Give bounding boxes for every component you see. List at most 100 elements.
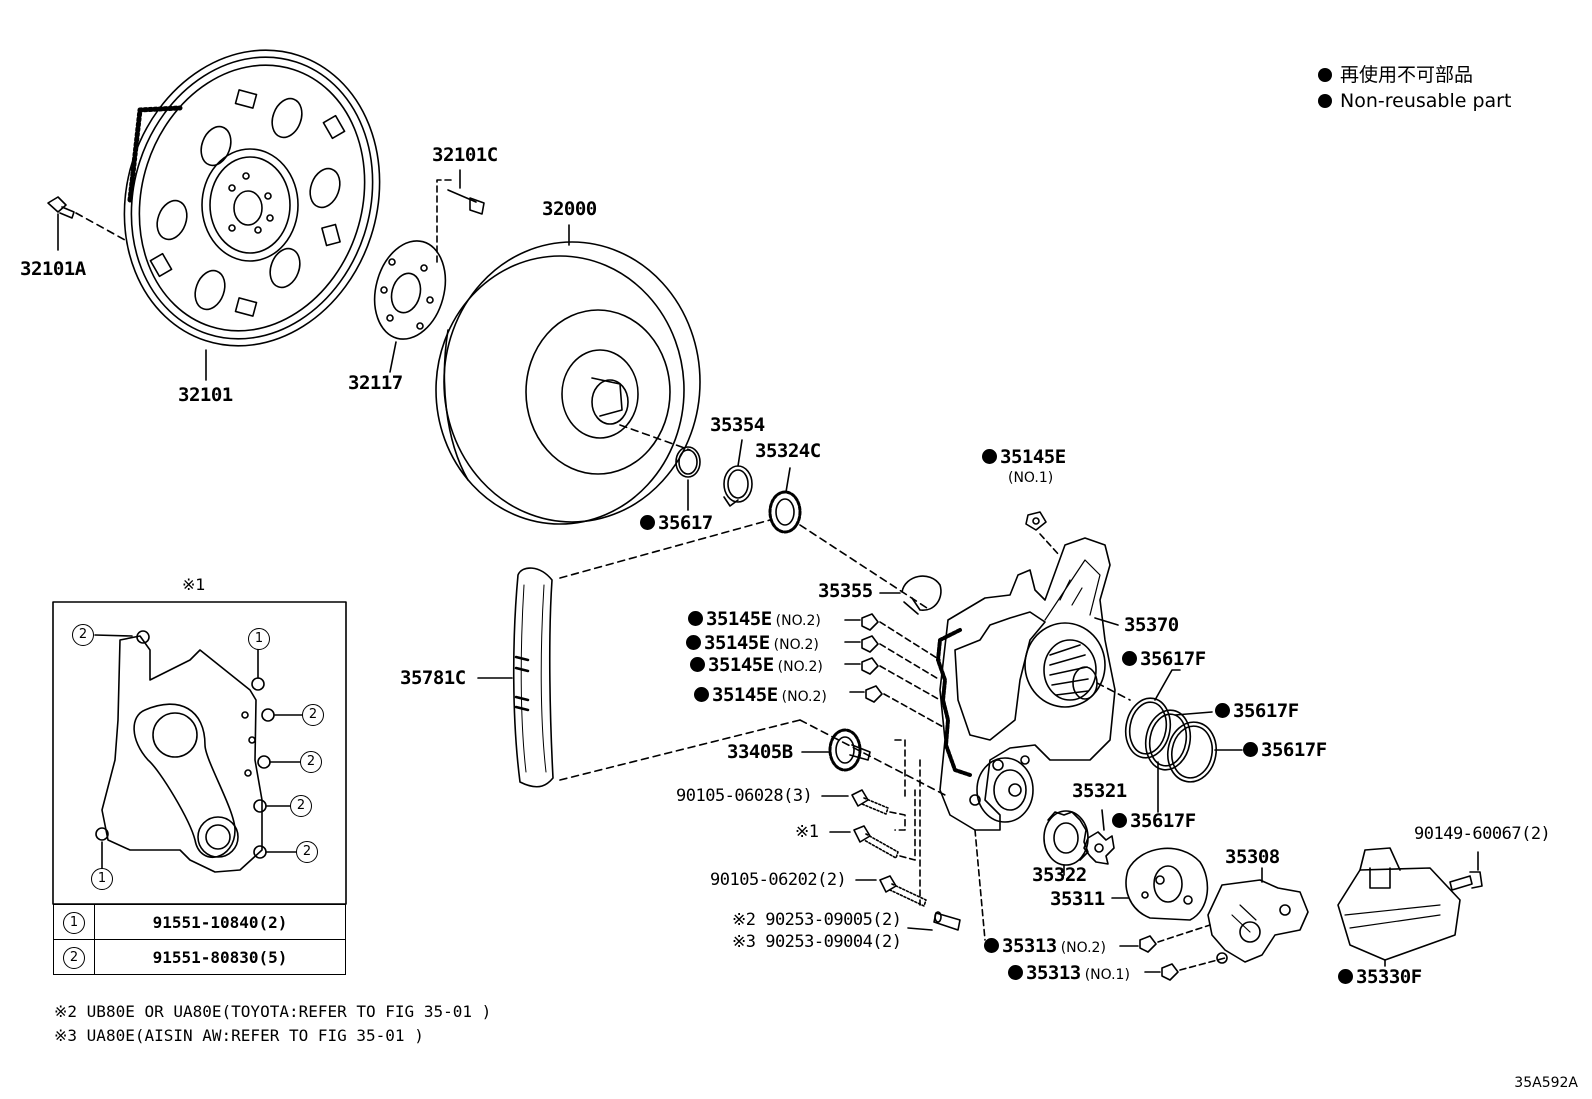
gear-35321 bbox=[1083, 809, 1115, 865]
part-number: 35145E bbox=[712, 684, 778, 706]
bolt-ref1 bbox=[829, 789, 916, 861]
suffix: (NO.2) bbox=[775, 613, 821, 629]
label-35313-no1: 35313(NO.1) bbox=[1008, 962, 1130, 984]
non-reusable-icon bbox=[1243, 742, 1258, 757]
label-90105-06028: 90105-06028(3) bbox=[676, 786, 813, 806]
label-35311: 35311 bbox=[1050, 888, 1105, 910]
nuts-35145E-no2 bbox=[844, 613, 946, 729]
torque-converter-32000 bbox=[435, 224, 701, 525]
bolt-32101C bbox=[447, 169, 485, 215]
nuts-35313 bbox=[1119, 924, 1226, 981]
table-row: 1 91551-10840(2) bbox=[53, 904, 346, 940]
o-ring-35617 bbox=[675, 446, 701, 511]
label-35617F-c: 35617F bbox=[1243, 739, 1327, 761]
part-number: 35617F bbox=[1261, 739, 1327, 761]
bolt-90105-06028 bbox=[821, 739, 906, 831]
label-35145E-no2-a: 35145E(NO.2) bbox=[688, 608, 821, 630]
label-35617F-b: 35617F bbox=[1215, 700, 1299, 722]
connector-line bbox=[974, 829, 986, 941]
bolt-32101A bbox=[47, 196, 126, 251]
footnote-2: ※2 UB80E OR UA80E(TOYOTA:REFER TO FIG 35… bbox=[54, 1002, 492, 1021]
plate-32117 bbox=[373, 179, 456, 373]
suffix: (NO.2) bbox=[781, 689, 827, 705]
pin-90253 bbox=[907, 911, 961, 931]
footnote-3: ※3 UA80E(AISIN AW:REFER TO FIG 35-01 ) bbox=[54, 1026, 424, 1045]
o-rings-35617F bbox=[1124, 669, 1243, 813]
label-35324C: 35324C bbox=[755, 440, 821, 462]
label-35330F: 35330F bbox=[1338, 966, 1422, 988]
row-value: 91551-80830(5) bbox=[94, 939, 346, 975]
pump-cover-35311 bbox=[1111, 847, 1209, 921]
label-35781C: 35781C bbox=[400, 667, 466, 689]
inset-callout-1: 1 bbox=[91, 868, 113, 890]
non-reusable-icon bbox=[1008, 965, 1023, 980]
non-reusable-icon bbox=[690, 657, 705, 672]
bullet-icon bbox=[1318, 94, 1332, 108]
label-32000: 32000 bbox=[542, 198, 597, 220]
pump-body-35370 bbox=[936, 537, 1131, 831]
label-35370: 35370 bbox=[1124, 614, 1179, 636]
row-key: 1 bbox=[53, 904, 95, 940]
legend: 再使用不可部品 Non-reusable part bbox=[1318, 62, 1511, 114]
bolt-90105-06202 bbox=[855, 759, 927, 907]
inset-box bbox=[52, 601, 347, 905]
clip-35355 bbox=[879, 575, 942, 615]
part-number: 35617F bbox=[1130, 810, 1196, 832]
part-number: 35313 bbox=[1002, 935, 1057, 957]
nut-35145E-no1 bbox=[1025, 511, 1061, 557]
strainer-35308 bbox=[1207, 867, 1309, 964]
part-number: 35330F bbox=[1356, 966, 1422, 988]
circled-number: 2 bbox=[63, 946, 85, 969]
suffix: (NO.2) bbox=[777, 659, 823, 675]
part-number: 35145E bbox=[706, 608, 772, 630]
label-90253-09004: ※3 90253-09004(2) bbox=[732, 932, 902, 952]
label-33405B: 33405B bbox=[727, 741, 793, 763]
bolt-90149 bbox=[1449, 851, 1483, 891]
part-number: 35145E bbox=[708, 654, 774, 676]
non-reusable-icon bbox=[688, 611, 703, 626]
table-row: 2 91551-80830(5) bbox=[53, 939, 346, 975]
non-reusable-icon bbox=[1112, 813, 1127, 828]
label-35617: 35617 bbox=[640, 512, 713, 534]
label-90105-06202: 90105-06202(2) bbox=[710, 870, 847, 890]
part-number: 35145E bbox=[1000, 446, 1066, 468]
non-reusable-icon bbox=[1215, 703, 1230, 718]
non-reusable-icon bbox=[982, 449, 997, 464]
label-90253-09005: ※2 90253-09005(2) bbox=[732, 910, 902, 930]
inset-callout-2: 2 bbox=[296, 841, 318, 863]
chain-35781C bbox=[477, 519, 931, 788]
non-reusable-icon bbox=[694, 687, 709, 702]
non-reusable-icon bbox=[686, 635, 701, 650]
label-35308: 35308 bbox=[1225, 846, 1280, 868]
seal-35354 bbox=[723, 439, 753, 507]
part-number: 35617 bbox=[658, 512, 713, 534]
label-35145E-no2-c: 35145E(NO.2) bbox=[690, 654, 823, 676]
label-32101: 32101 bbox=[178, 384, 233, 406]
row-key: 2 bbox=[53, 939, 95, 975]
legend-en: Non-reusable part bbox=[1340, 90, 1512, 112]
label-32117: 32117 bbox=[348, 372, 403, 394]
circled-number: 1 bbox=[63, 911, 85, 934]
part-number: 35313 bbox=[1026, 962, 1081, 984]
non-reusable-icon bbox=[640, 515, 655, 530]
non-reusable-icon bbox=[984, 938, 999, 953]
label-35145E-no1-sub: (NO.1) bbox=[1008, 470, 1054, 486]
inset-callout-2: 2 bbox=[290, 795, 312, 817]
inset-fastener-table: 1 91551-10840(2) 2 91551-80830(5) bbox=[53, 904, 346, 975]
inset-callout-1: 1 bbox=[248, 628, 270, 650]
label-35322: 35322 bbox=[1032, 864, 1087, 886]
label-35321: 35321 bbox=[1072, 780, 1127, 802]
suffix: (NO.2) bbox=[773, 637, 819, 653]
non-reusable-icon bbox=[1338, 969, 1353, 984]
label-35145E-no2-b: 35145E(NO.2) bbox=[686, 632, 819, 654]
suffix: (NO.2) bbox=[1060, 940, 1106, 956]
bullet-icon bbox=[1318, 68, 1332, 82]
drive-plate-32101 bbox=[123, 49, 381, 381]
label-35145E-no1: 35145E bbox=[982, 446, 1066, 468]
part-number: 35617F bbox=[1233, 700, 1299, 722]
gear-35324C bbox=[768, 467, 802, 534]
label-35617F-a: 35617F bbox=[1122, 648, 1206, 670]
inset-callout-2: 2 bbox=[302, 704, 324, 726]
